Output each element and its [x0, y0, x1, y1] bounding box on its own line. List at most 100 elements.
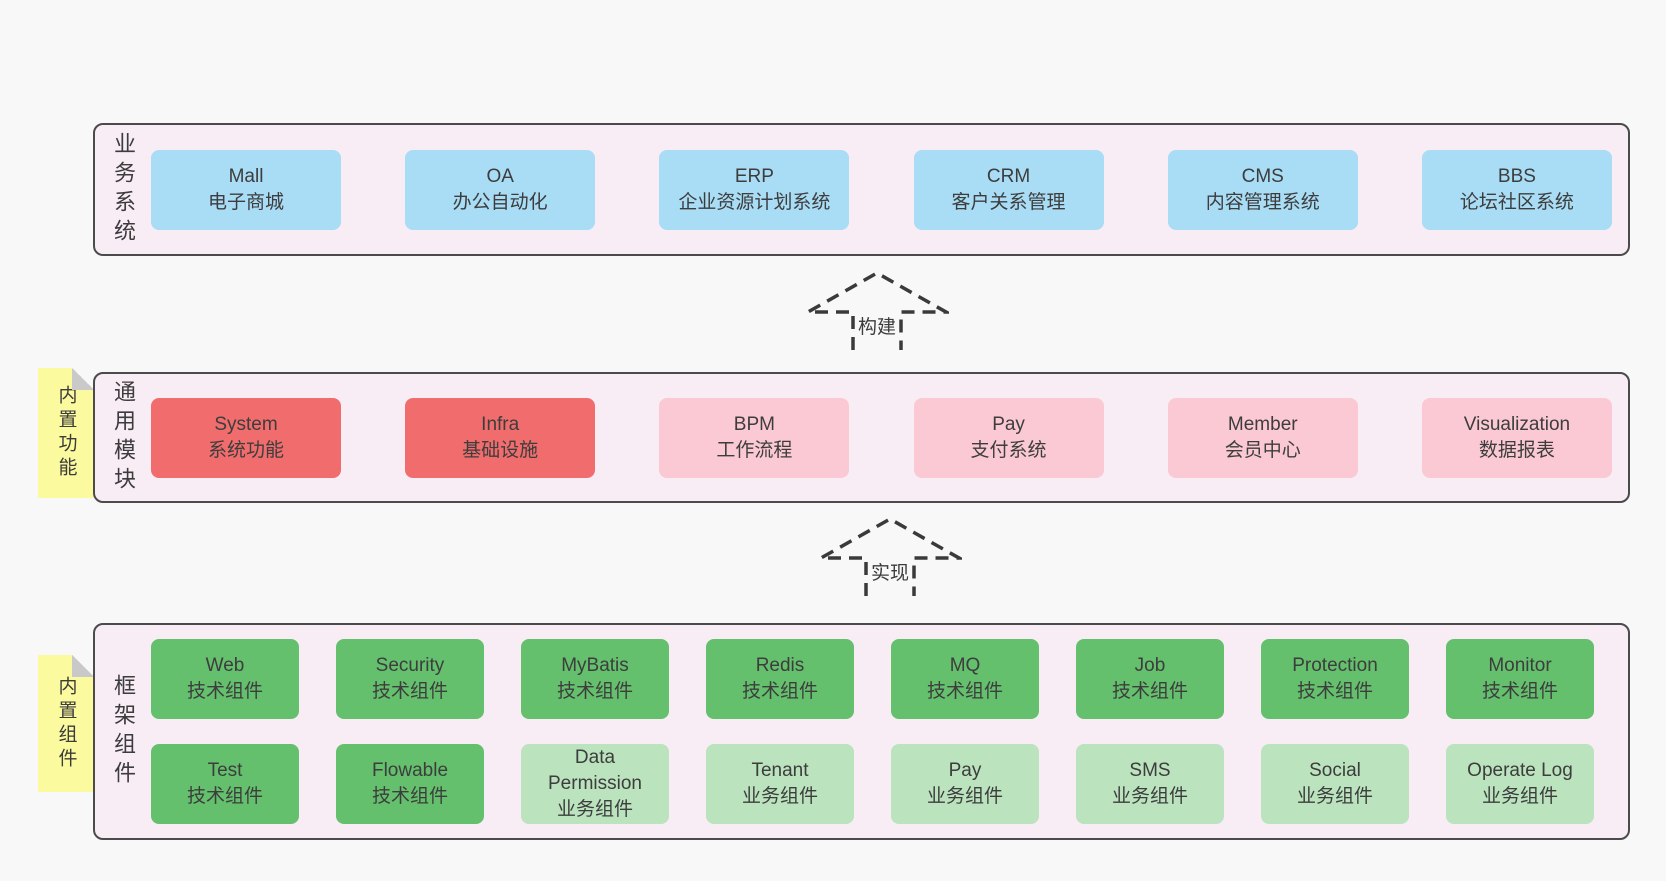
- box-desc: 技术组件: [556, 681, 633, 702]
- folded-corner: [72, 655, 94, 677]
- box-name: OA: [486, 165, 514, 187]
- box-name: Monitor: [1488, 655, 1552, 676]
- box-name: Job: [1134, 655, 1166, 676]
- box-oa: OA 办公自动化: [405, 149, 596, 230]
- box-desc: 支付系统: [970, 439, 1047, 461]
- box-operate-log: Operate Log 业务组件: [1446, 744, 1594, 824]
- box-desc: 业务组件: [1481, 786, 1558, 807]
- box-social: Social 业务组件: [1261, 744, 1409, 824]
- box-infra: Infra 基础设施: [405, 397, 596, 478]
- box-name: SMS: [1129, 760, 1171, 781]
- box-desc: 技术组件: [741, 681, 818, 702]
- band-label-column: 业务系统: [95, 125, 151, 254]
- box-name: Social: [1309, 760, 1361, 781]
- box-desc: 论坛社区系统: [1459, 191, 1574, 213]
- box-cms: CMS 内容管理系统: [1167, 149, 1358, 230]
- box-desc: 技术组件: [371, 786, 448, 807]
- box-name: Security: [375, 655, 445, 676]
- arrow-implement: 实现: [818, 516, 962, 596]
- box-monitor: Monitor 技术组件: [1446, 639, 1594, 719]
- box-desc: 技术组件: [186, 786, 263, 807]
- arrow-build: 构建: [805, 270, 949, 350]
- box-name: CMS: [1241, 165, 1284, 187]
- box-desc: 技术组件: [186, 681, 263, 702]
- box-bpm: BPM 工作流程: [659, 397, 850, 478]
- box-name: Data Permission: [548, 747, 642, 794]
- box-desc: 内容管理系统: [1205, 191, 1320, 213]
- box-desc: 业务组件: [556, 799, 633, 820]
- note-label: 内置功能: [55, 385, 77, 481]
- box-pay-component: Pay 业务组件: [891, 744, 1039, 824]
- box-desc: 基础设施: [462, 439, 539, 461]
- box-name: System: [214, 413, 278, 435]
- box-pay-module: Pay 支付系统: [913, 397, 1104, 478]
- box-job: Job 技术组件: [1076, 639, 1224, 719]
- band-business-systems: 业务系统 Mall 电子商城 OA 办公自动化 ERP 企业资源计划系统 CRM…: [93, 123, 1630, 256]
- box-desc: 技术组件: [1111, 681, 1188, 702]
- box-sms: SMS 业务组件: [1076, 744, 1224, 824]
- band-label-column: 通用模块: [95, 374, 151, 501]
- band-label: 框架组件: [111, 673, 136, 790]
- framework-boxes-grid: Web 技术组件 Security 技术组件 MyBatis 技术组件 Redi…: [151, 639, 1628, 824]
- box-desc: 会员中心: [1224, 439, 1301, 461]
- note-label: 内置组件: [55, 675, 77, 772]
- band-label: 业务系统: [111, 131, 136, 248]
- box-web: Web 技术组件: [151, 639, 299, 719]
- box-name: Tenant: [751, 760, 809, 781]
- box-name: Member: [1227, 413, 1298, 435]
- box-desc: 数据报表: [1478, 439, 1555, 461]
- box-mq: MQ 技术组件: [891, 639, 1039, 719]
- box-name: ERP: [734, 165, 774, 187]
- box-desc: 业务组件: [1296, 786, 1373, 807]
- sticky-note-built-in-features: 内置功能: [38, 368, 94, 498]
- arrow-label: 构建: [854, 312, 900, 339]
- box-name: BPM: [733, 413, 775, 435]
- box-name: Test: [207, 760, 243, 781]
- box-name: Operate Log: [1467, 760, 1573, 781]
- box-test: Test 技术组件: [151, 744, 299, 824]
- band-label: 通用模块: [111, 379, 136, 496]
- box-flowable: Flowable 技术组件: [336, 744, 484, 824]
- box-name: Flowable: [371, 760, 449, 781]
- box-desc: 工作流程: [716, 439, 793, 461]
- band-common-modules: 通用模块 System 系统功能 Infra 基础设施 BPM 工作流程 Pay…: [93, 372, 1630, 503]
- box-name: BBS: [1497, 165, 1536, 187]
- box-name: Protection: [1292, 655, 1378, 676]
- box-tenant: Tenant 业务组件: [706, 744, 854, 824]
- box-visualization: Visualization 数据报表: [1421, 397, 1612, 478]
- box-desc: 客户关系管理: [951, 191, 1066, 213]
- framework-row-1: Web 技术组件 Security 技术组件 MyBatis 技术组件 Redi…: [151, 639, 1594, 719]
- band-label-column: 框架组件: [95, 625, 151, 838]
- box-security: Security 技术组件: [336, 639, 484, 719]
- box-system: System 系统功能: [151, 397, 341, 478]
- box-name: MQ: [949, 655, 981, 676]
- box-desc: 企业资源计划系统: [678, 191, 831, 213]
- band-framework-components: 框架组件 Web 技术组件 Security 技术组件 MyBatis 技术组件…: [93, 623, 1630, 840]
- box-protection: Protection 技术组件: [1261, 639, 1409, 719]
- box-desc: 业务组件: [1111, 786, 1188, 807]
- box-name: MyBatis: [561, 655, 629, 676]
- box-name: Redis: [755, 655, 805, 676]
- box-desc: 技术组件: [926, 681, 1003, 702]
- box-desc: 业务组件: [741, 786, 818, 807]
- box-desc: 系统功能: [207, 439, 284, 461]
- box-member: Member 会员中心: [1167, 397, 1358, 478]
- box-name: CRM: [986, 165, 1031, 187]
- box-desc: 电子商城: [207, 191, 284, 213]
- business-boxes-row: Mall 电子商城 OA 办公自动化 ERP 企业资源计划系统 CRM 客户关系…: [151, 149, 1628, 230]
- folded-corner: [72, 368, 94, 390]
- box-name: Web: [205, 655, 245, 676]
- box-desc: 业务组件: [926, 786, 1003, 807]
- box-name: Mall: [228, 165, 264, 187]
- module-boxes-row: System 系统功能 Infra 基础设施 BPM 工作流程 Pay 支付系统…: [151, 397, 1628, 478]
- box-mall: Mall 电子商城: [151, 149, 341, 230]
- box-data-permission: Data Permission 业务组件: [521, 744, 669, 824]
- box-name: Pay: [992, 413, 1025, 435]
- framework-row-2: Test 技术组件 Flowable 技术组件 Data Permission …: [151, 744, 1594, 824]
- box-bbs: BBS 论坛社区系统: [1421, 149, 1612, 230]
- box-redis: Redis 技术组件: [706, 639, 854, 719]
- box-desc: 办公自动化: [452, 191, 548, 213]
- box-desc: 技术组件: [1481, 681, 1558, 702]
- sticky-note-built-in-components: 内置组件: [38, 655, 94, 792]
